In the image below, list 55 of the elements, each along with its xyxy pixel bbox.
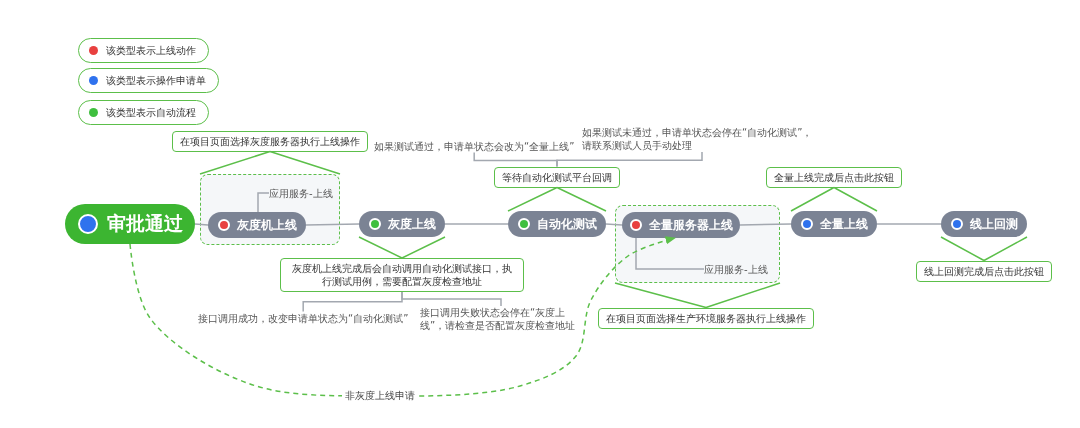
note-box	[766, 166, 902, 188]
step-label: 全量上线	[819, 215, 868, 233]
note-text: 灰度机上线完成后会自动调用自动化测试接口，执行测试用例，需要配置灰度检查地址	[292, 263, 512, 287]
arrow	[129, 236, 676, 397]
note-text: 如果测试通过，申请单状态会改为“全量上线”	[374, 139, 575, 153]
note-box	[280, 258, 524, 292]
note-text: 应用服务-上线	[704, 262, 768, 276]
legend-label: 该类型表示上线动作	[106, 43, 196, 58]
bracket-connector	[401, 291, 502, 307]
note-text: 如果测试未通过，申请单状态会停在“自动化测试”，请联系测试人员手动处理	[582, 126, 822, 152]
chevron-connector	[940, 236, 1028, 262]
step-label: 灰度机上线	[236, 216, 297, 234]
connector-line	[444, 223, 509, 225]
connector-line	[194, 223, 209, 226]
step-label: 灰度上线	[387, 215, 436, 233]
step-label: 自动化测试	[536, 215, 597, 233]
leader-line	[635, 237, 705, 270]
note-text: 应用服务-上线	[269, 186, 333, 200]
legend-label: 该类型表示操作申请单	[106, 73, 206, 88]
edge-label: 非灰度上线申请	[342, 389, 418, 403]
note-box	[494, 166, 620, 188]
note-text: 接口调用成功，改变申请单状态为“自动化测试”	[198, 311, 409, 325]
connector-line	[739, 223, 792, 226]
dashed-group-box	[200, 174, 340, 245]
bracket-connector	[556, 151, 703, 168]
step-pill	[791, 211, 877, 237]
note-text: 在项目页面选择生产环境服务器执行上线操作	[606, 312, 806, 324]
note-box	[172, 130, 368, 152]
step-label: 全量服务器上线	[648, 216, 733, 234]
note-text: 线上回测完成后点击此按钮	[924, 265, 1044, 277]
note-text: 等待自动化测试平台回调	[502, 171, 612, 183]
step-pill	[941, 211, 1027, 237]
chevron-connector	[199, 150, 341, 175]
connector-line	[876, 223, 942, 225]
step-pill	[359, 211, 445, 237]
step-label: 线上回测	[969, 215, 1018, 233]
note-text: 全量上线完成后点击此按钮	[774, 171, 894, 183]
connector-line	[605, 223, 623, 226]
step-pill	[508, 211, 606, 237]
chevron-connector	[507, 186, 607, 212]
step-label: 审批通过	[106, 211, 183, 236]
legend-label: 该类型表示自动流程	[106, 105, 196, 120]
note-text: 在项目页面选择灰度服务器执行上线操作	[180, 135, 360, 147]
step-pill	[208, 212, 306, 238]
note-box	[916, 260, 1052, 282]
step-pill	[65, 204, 195, 244]
step-pill	[622, 212, 740, 238]
chevron-connector	[790, 186, 878, 212]
chevron-connector	[358, 236, 446, 259]
leader-line	[257, 192, 270, 213]
chevron-connector	[614, 282, 781, 309]
dashed-group-box	[615, 205, 780, 283]
connector-line	[305, 223, 360, 226]
note-box	[598, 307, 814, 329]
note-text: 接口调用失败状态会停在“灰度上线”，请检查是否配置灰度检查地址	[420, 306, 582, 332]
